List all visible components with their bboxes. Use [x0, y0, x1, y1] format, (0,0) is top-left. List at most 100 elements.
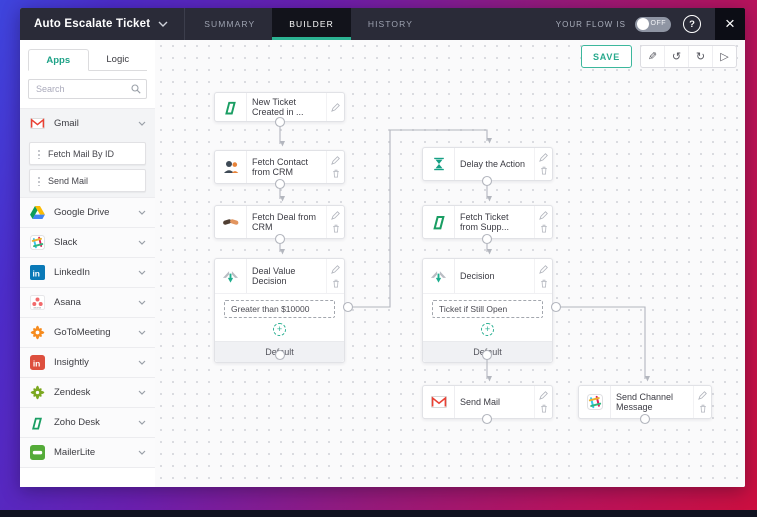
- drag-handle-icon[interactable]: [37, 175, 41, 186]
- drag-handle-icon[interactable]: [37, 148, 41, 159]
- slack-icon: [29, 235, 45, 251]
- redo-icon[interactable]: ↻: [688, 46, 712, 67]
- crm-deal-icon: [215, 206, 247, 238]
- chevron-down-icon: [138, 330, 146, 335]
- sidebar-item-slack[interactable]: Slack: [20, 228, 155, 258]
- action-label: Send Mail: [48, 175, 89, 186]
- svg-text:in: in: [32, 358, 39, 368]
- action-label: Fetch Mail By ID: [48, 148, 115, 159]
- zendesk-icon: [29, 385, 45, 401]
- help-icon[interactable]: ?: [683, 15, 701, 33]
- tab-builder[interactable]: BUILDER: [272, 8, 351, 40]
- app-name: MailerLite: [54, 447, 96, 458]
- app-name: Zendesk: [54, 387, 91, 398]
- sidebar-item-linkedin[interactable]: in LinkedIn: [20, 258, 155, 288]
- trash-icon[interactable]: [332, 279, 340, 288]
- edit-pencil-icon[interactable]: [331, 211, 340, 220]
- node-fetch-deal-from-crm[interactable]: Fetch Deal from CRM: [214, 205, 345, 239]
- edit-pencil-icon[interactable]: [539, 391, 548, 400]
- trash-icon[interactable]: [540, 404, 548, 413]
- add-condition-icon[interactable]: +: [273, 323, 286, 336]
- gotomeeting-icon: [29, 325, 45, 341]
- sidebar-item-google-drive[interactable]: Google Drive: [20, 198, 155, 228]
- delay-hourglass-icon: [423, 148, 455, 180]
- node-tools: [326, 259, 344, 293]
- toggle-state-label: OFF: [650, 20, 666, 27]
- canvas-tools: ✎ ↺ ↻ ▷: [640, 45, 737, 68]
- node-label: Fetch Deal from CRM: [252, 211, 317, 232]
- app-group-gmail: Gmail Fetch Mail By ID Send Mail: [20, 109, 155, 198]
- edit-pencil-icon[interactable]: [539, 211, 548, 220]
- node-delay-the-action[interactable]: Delay the Action: [422, 147, 553, 181]
- trash-icon[interactable]: [540, 166, 548, 175]
- sidebar-item-zoho-desk[interactable]: Zoho Desk: [20, 408, 155, 438]
- mailerlite-icon: [29, 445, 45, 461]
- flow-canvas[interactable]: SAVE ✎ ↺ ↻ ▷: [155, 40, 745, 487]
- sidebar-item-zendesk[interactable]: Zendesk: [20, 378, 155, 408]
- default-branch[interactable]: Default: [423, 341, 552, 362]
- tab-summary[interactable]: SUMMARY: [204, 19, 256, 29]
- condition-branch[interactable]: Greater than $10000: [224, 300, 335, 318]
- node-label: Decision: [460, 270, 495, 281]
- undo-icon[interactable]: ↺: [664, 46, 688, 67]
- linkedin-icon: in: [29, 265, 45, 281]
- save-button[interactable]: SAVE: [580, 45, 632, 68]
- node-fetch-ticket-from-support[interactable]: Fetch Ticket from Supp...: [422, 205, 553, 239]
- sidebar-item-asana[interactable]: asana Asana: [20, 288, 155, 318]
- sidebar-item-gmail[interactable]: Gmail: [20, 109, 155, 138]
- search-icon: [131, 84, 141, 94]
- condition-branch[interactable]: Ticket if Still Open: [432, 300, 543, 318]
- edit-pencil-icon[interactable]: [539, 153, 548, 162]
- app-name: Zoho Desk: [54, 417, 100, 428]
- sidebar-tabs: Apps Logic: [28, 49, 147, 71]
- tab-logic[interactable]: Logic: [106, 54, 130, 65]
- decision-icon: [215, 259, 247, 293]
- sidebar-item-mailerlite[interactable]: MailerLite: [20, 438, 155, 468]
- trash-icon[interactable]: [540, 224, 548, 233]
- node-deal-value-decision[interactable]: Deal Value Decision Greater than $10000 …: [214, 258, 345, 363]
- node-send-mail[interactable]: Send Mail: [422, 385, 553, 419]
- node-fetch-contact-from-crm[interactable]: Fetch Contact from CRM: [214, 150, 345, 184]
- edit-pencil-icon[interactable]: [331, 102, 340, 112]
- header-tabs: SUMMARY BUILDER HISTORY: [187, 8, 430, 40]
- flow-title-dropdown[interactable]: Auto Escalate Ticket: [20, 8, 182, 40]
- app-list: Gmail Fetch Mail By ID Send Mail Google …: [20, 108, 155, 468]
- app-name: Insightly: [54, 357, 89, 368]
- search-input[interactable]: [28, 79, 147, 99]
- node-new-ticket-created[interactable]: New Ticket Created in ...: [214, 92, 345, 122]
- edit-pencil-icon[interactable]: [331, 264, 340, 274]
- magic-pen-icon[interactable]: ✎: [647, 51, 658, 63]
- edit-pencil-icon[interactable]: [331, 156, 340, 165]
- add-condition-icon[interactable]: +: [481, 323, 494, 336]
- edit-pencil-icon[interactable]: [698, 391, 707, 400]
- node-tools: [326, 151, 344, 183]
- node-label: Fetch Ticket from Supp...: [460, 211, 510, 232]
- tab-apps[interactable]: Apps: [28, 49, 89, 71]
- zoho-desk-icon: [215, 93, 247, 121]
- trash-icon[interactable]: [699, 404, 707, 413]
- default-branch[interactable]: Default: [215, 341, 344, 362]
- tab-history[interactable]: HISTORY: [367, 19, 414, 29]
- node-decision[interactable]: Decision Ticket if Still Open + Default: [422, 258, 553, 363]
- action-fetch-mail-by-id[interactable]: Fetch Mail By ID: [29, 142, 146, 165]
- close-icon[interactable]: ×: [715, 8, 745, 40]
- flow-on-off-toggle[interactable]: OFF: [635, 16, 671, 32]
- node-label: Send Channel Message: [616, 391, 674, 412]
- node-label: Fetch Contact from CRM: [252, 156, 309, 177]
- sidebar-item-insightly[interactable]: in Insightly: [20, 348, 155, 378]
- apps-sidebar: Apps Logic Gmail Fetch Mail By ID: [20, 40, 156, 487]
- screen-bottom-bar: [0, 510, 757, 517]
- node-send-channel-message[interactable]: Send Channel Message: [578, 385, 712, 419]
- edit-pencil-icon[interactable]: [539, 264, 548, 274]
- trash-icon[interactable]: [332, 224, 340, 233]
- action-send-mail[interactable]: Send Mail: [29, 169, 146, 192]
- app-name: LinkedIn: [54, 267, 90, 278]
- trash-icon[interactable]: [332, 169, 340, 178]
- trash-icon[interactable]: [540, 279, 548, 288]
- flow-title: Auto Escalate Ticket: [34, 18, 151, 30]
- run-icon[interactable]: ▷: [712, 46, 736, 67]
- zoho-desk-icon: [29, 415, 45, 431]
- sidebar-item-gotomeeting[interactable]: GoToMeeting: [20, 318, 155, 348]
- sidebar-search: [28, 79, 147, 99]
